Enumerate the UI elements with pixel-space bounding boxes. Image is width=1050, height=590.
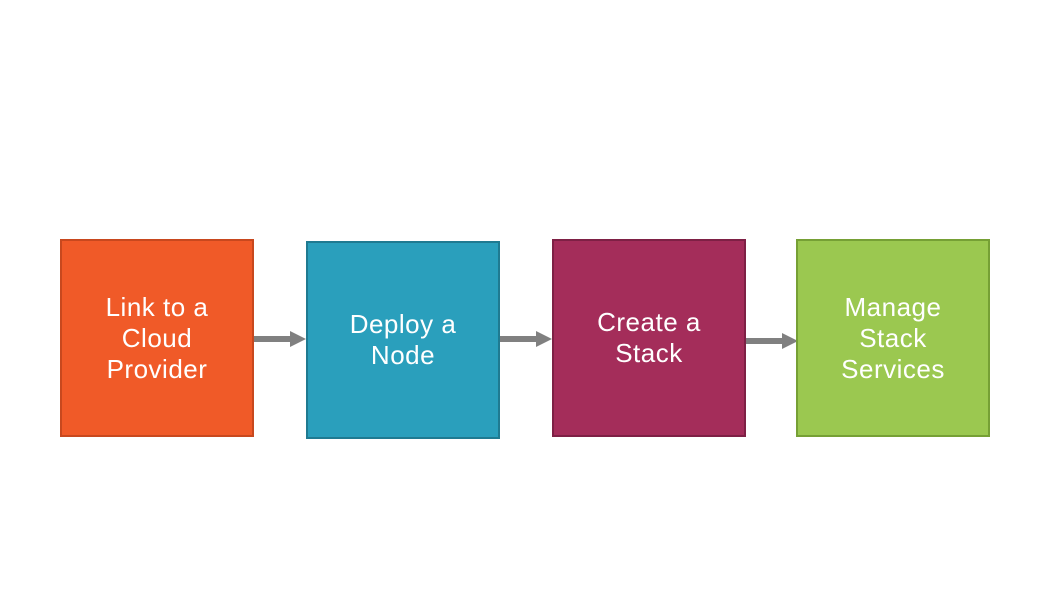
step-label: Link to a Cloud Provider	[105, 291, 209, 384]
arrow-connector	[500, 331, 552, 347]
step-deploy-node: Deploy a Node	[306, 241, 500, 439]
step-link-cloud-provider: Link to a Cloud Provider	[60, 239, 254, 437]
arrow-connector	[746, 333, 798, 349]
step-manage-stack-services: Manage Stack Services	[796, 239, 990, 437]
step-label: Deploy a Node	[349, 309, 457, 370]
step-create-stack: Create a Stack	[552, 239, 746, 437]
step-label: Manage Stack Services	[841, 291, 945, 384]
arrow-connector	[254, 331, 306, 347]
step-label: Create a Stack	[597, 307, 701, 368]
